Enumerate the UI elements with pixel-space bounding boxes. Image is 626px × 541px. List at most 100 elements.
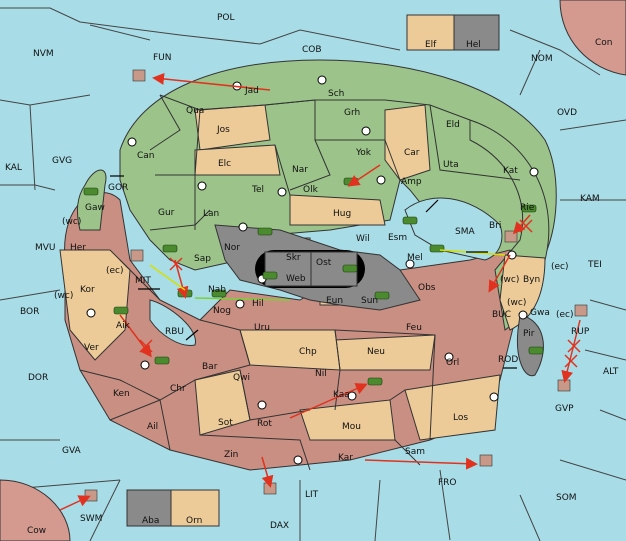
coast-byn-ec: (ec) <box>551 262 569 272</box>
label-Byn: Byn <box>523 275 540 285</box>
land-pir <box>516 314 544 377</box>
label-DAX: DAX <box>270 521 289 531</box>
label-Gwa: Gwa <box>530 308 550 318</box>
label-BOR: BOR <box>20 307 39 317</box>
label-Gur: Gur <box>158 208 175 218</box>
order-arrows <box>59 72 581 511</box>
label-NOM: NOM <box>531 54 553 64</box>
fleets <box>84 69 588 502</box>
label-Chr: Chr <box>170 384 186 394</box>
label-Ver: Ver <box>84 343 99 353</box>
label-POL: POL <box>217 13 235 23</box>
sea-labels: POL COB NVM FUN NOM OVD KAL GVG KAM MVU … <box>5 13 619 531</box>
label-Bar: Bar <box>202 362 218 372</box>
label-Car: Car <box>404 148 420 158</box>
dislodge-marks <box>139 219 581 368</box>
label-Nab: Nab <box>208 285 226 295</box>
land-byn-gwa <box>499 254 546 331</box>
coast-byn-wc: (wc) <box>500 275 519 285</box>
label-Jad: Jad <box>244 86 259 96</box>
label-Lan: Lan <box>203 209 219 219</box>
label-Zin: Zin <box>224 450 238 460</box>
label-Nog: Nog <box>213 306 231 316</box>
label-FUN: FUN <box>153 53 172 63</box>
label-Ail: Ail <box>147 422 158 432</box>
label-Can: Can <box>137 151 155 161</box>
label-GVA: GVA <box>62 446 82 456</box>
label-Kor: Kor <box>80 285 95 295</box>
label-COB: COB <box>302 45 322 55</box>
label-ROD: ROD <box>498 355 518 365</box>
label-Kat: Kat <box>503 166 518 176</box>
sea-rbu <box>149 299 196 346</box>
label-Ken: Ken <box>113 389 130 399</box>
supply-centers <box>86 75 539 465</box>
island-aba-orn <box>126 489 220 527</box>
label-Chp: Chp <box>299 347 317 357</box>
label-TEI: TEI <box>587 260 602 270</box>
label-Aik: Aik <box>116 321 131 331</box>
tan-regions <box>194 104 501 441</box>
label-Elf: Elf <box>425 40 437 50</box>
label-KAM: KAM <box>580 194 600 204</box>
label-Nor: Nor <box>224 243 240 253</box>
label-Hil: Hil <box>252 299 264 309</box>
label-Feu: Feu <box>406 323 422 333</box>
label-Kaa: Kaa <box>333 390 350 400</box>
label-Olk: Olk <box>303 185 319 195</box>
label-Esm: Esm <box>388 233 407 243</box>
label-Rie: Rie <box>520 203 535 213</box>
label-Ost: Ost <box>316 258 332 268</box>
label-Eld: Eld <box>446 120 460 130</box>
label-Sap: Sap <box>194 254 211 264</box>
island-orn <box>170 489 220 527</box>
label-Sot: Sot <box>218 418 233 428</box>
coast-kor-wc: (wc) <box>54 291 73 301</box>
sea-sma <box>404 197 503 261</box>
label-SMA: SMA <box>455 227 475 237</box>
coast-her-wc: (wc) <box>62 217 81 227</box>
label-Pir: Pir <box>523 329 535 339</box>
label-Rot: Rot <box>257 419 272 429</box>
label-Gaw: Gaw <box>85 203 105 213</box>
label-Uru: Uru <box>254 323 270 333</box>
label-Skr: Skr <box>286 253 301 263</box>
label-GVG: GVG <box>52 156 72 166</box>
label-OVD: OVD <box>557 108 577 118</box>
label-FRO: FRO <box>438 478 457 488</box>
label-GOR: GOR <box>108 183 128 193</box>
label-LIT: LIT <box>305 490 319 500</box>
label-Mel: Mel <box>407 253 423 263</box>
label-Neu: Neu <box>367 347 385 357</box>
label-Uta: Uta <box>443 160 459 170</box>
label-Cow: Cow <box>27 526 46 536</box>
label-ALT: ALT <box>603 367 619 377</box>
label-Obs: Obs <box>418 283 436 293</box>
coast-labels: (wc) (ec) (wc) (wc) (ec) (wc) (ec) <box>54 217 574 320</box>
island-hel <box>453 14 500 51</box>
label-Qwi: Qwi <box>233 373 250 383</box>
label-BUC: BUC <box>492 310 511 320</box>
label-DOR: DOR <box>28 373 48 383</box>
label-Nar: Nar <box>292 165 308 175</box>
label-Los: Los <box>453 413 468 423</box>
label-MIT: MIT <box>135 276 151 286</box>
land-west-strip <box>59 249 131 361</box>
land-labels: Jad Sch Qua Jos Grh Eld Can Elc Nar Yok … <box>27 38 613 536</box>
label-Wil: Wil <box>356 234 370 244</box>
coast-gwa-wc: (wc) <box>507 298 526 308</box>
label-Tel: Tel <box>251 185 264 195</box>
label-Sun: Sun <box>361 296 378 306</box>
label-Mou: Mou <box>342 422 361 432</box>
coast-gwa-ec: (ec) <box>556 310 574 320</box>
label-Sam: Sam <box>405 447 425 457</box>
label-Orn: Orn <box>186 516 202 526</box>
label-Kar: Kar <box>338 453 353 463</box>
label-Elc: Elc <box>218 159 231 169</box>
label-Her: Her <box>70 243 86 253</box>
label-RUP: RUP <box>571 327 590 337</box>
sea-boundaries <box>0 7 626 541</box>
label-SWM: SWM <box>80 514 102 524</box>
label-Con: Con <box>595 38 613 48</box>
label-NVM: NVM <box>33 49 54 59</box>
